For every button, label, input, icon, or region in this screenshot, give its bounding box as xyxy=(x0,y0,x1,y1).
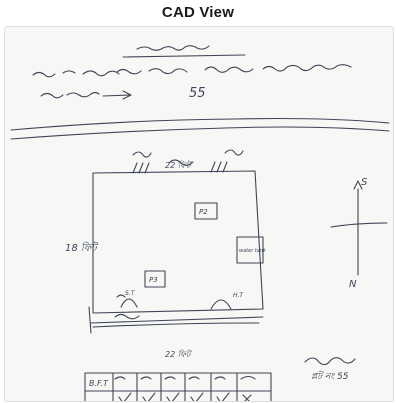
water-tank-box xyxy=(236,236,264,264)
corner-label-hand-tube: H.T xyxy=(233,292,244,299)
bottom-table-header-scribbles xyxy=(114,375,256,380)
top-dimension: 22 ফিট xyxy=(165,160,192,170)
hand-tube-arc xyxy=(210,299,232,310)
room-label-center: P3 xyxy=(149,276,158,284)
bottom-boundary xyxy=(90,316,264,328)
left-dimension: 18 ফিট xyxy=(65,241,99,254)
room-label-upper: P2 xyxy=(199,208,208,216)
signature-line xyxy=(304,357,356,366)
road-line-lower xyxy=(10,126,390,140)
gate-mark-left xyxy=(132,162,150,174)
gate-note-left xyxy=(132,151,152,158)
handwriting-line-3 xyxy=(40,90,132,100)
plot-number: 55 xyxy=(189,86,206,101)
septic-tank-arc xyxy=(120,298,138,308)
bottom-left-tick xyxy=(88,306,92,334)
plot-outline xyxy=(92,170,264,314)
room-box-upper xyxy=(194,202,218,220)
bottom-dimension: 22 ফিট xyxy=(165,349,192,359)
page-title: CAD View xyxy=(161,4,235,21)
north-arrow-bottom-label: N xyxy=(349,279,357,290)
handwriting-line-2 xyxy=(32,64,352,78)
water-tank-label: water tank xyxy=(239,248,267,254)
road-line-upper xyxy=(10,117,390,131)
north-arrow-head xyxy=(353,180,363,190)
room-box-center xyxy=(144,270,166,288)
cad-sketch-sheet: 55 22 ফিট 22 ফিট 18 ফিট S N P2 P3 water … xyxy=(4,26,394,402)
gate-mark-right xyxy=(210,161,228,173)
north-arrow-crossbar xyxy=(330,222,388,228)
hand-drawn-plan: 55 22 ফিট 22 ফিট 18 ফিট S N P2 P3 water … xyxy=(10,45,390,401)
corner-label-septic: S.T xyxy=(125,290,136,297)
underline-1 xyxy=(122,54,246,58)
signature-note: প্লট নং 55 xyxy=(311,370,349,382)
corner-note-scribble xyxy=(114,294,140,320)
table-header-bft: B.F.T xyxy=(89,379,109,388)
top-dim-scribble xyxy=(168,159,194,166)
bottom-table-columns xyxy=(112,372,238,401)
north-arrow-top-label: S xyxy=(361,177,368,188)
handwriting-line-1 xyxy=(136,45,210,51)
gate-note-right xyxy=(224,149,244,156)
